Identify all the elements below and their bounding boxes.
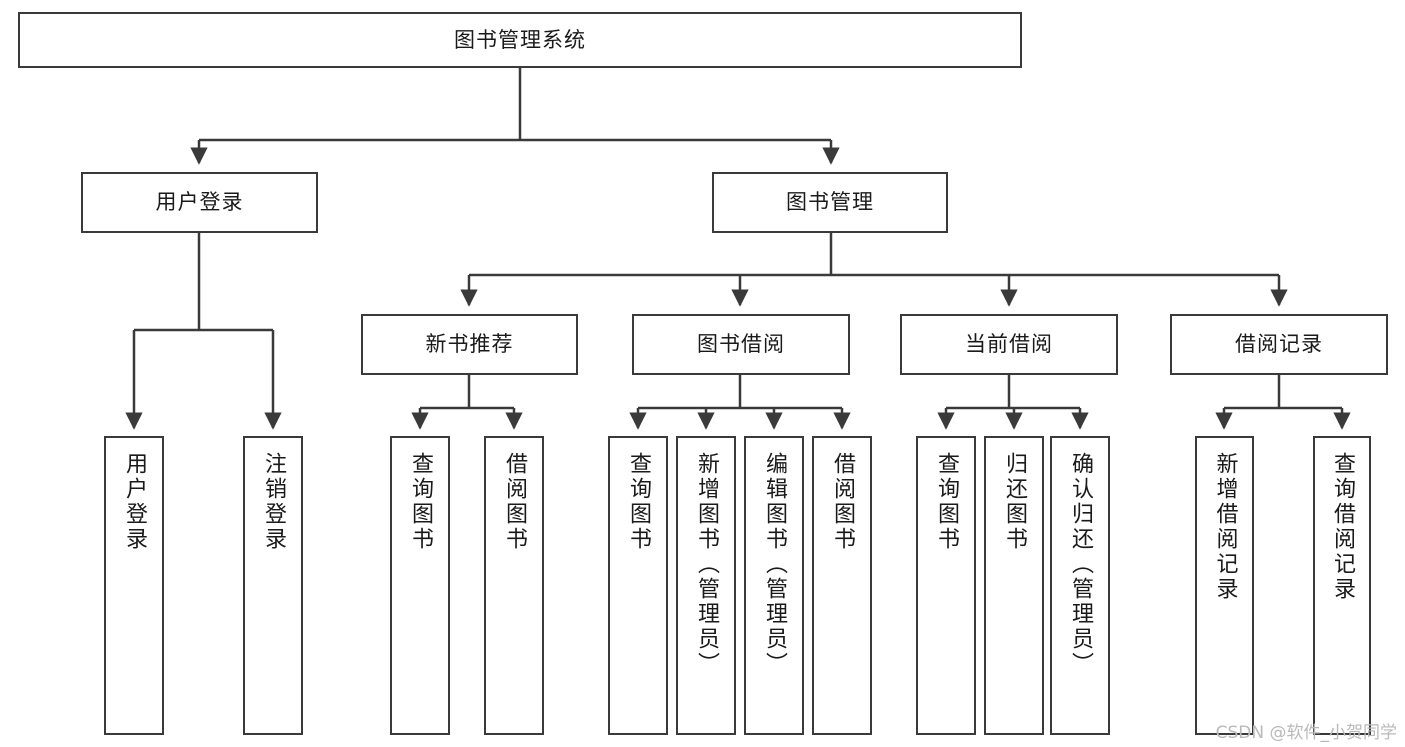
node-leaf-query-book-3[interactable]: 查询图书 [916,436,976,735]
node-borrow-record[interactable]: 借阅记录 [1170,314,1388,375]
node-leaf-confirm-return[interactable]: 确认归还（管理员） [1050,436,1110,735]
node-current-borrow-label: 当前借阅 [965,332,1053,357]
node-leaf-query-book-3-label: 查询图书 [933,452,959,552]
node-book-manage[interactable]: 图书管理 [712,172,948,233]
node-leaf-edit-book-label: 编辑图书（管理员） [761,452,787,677]
node-leaf-add-book-label: 新增图书（管理员） [693,452,719,677]
node-current-borrow[interactable]: 当前借阅 [900,314,1118,375]
node-leaf-confirm-return-label: 确认归还（管理员） [1067,452,1093,677]
node-leaf-query-book-2-label: 查询图书 [625,452,651,552]
node-borrow-record-label: 借阅记录 [1235,332,1323,357]
node-leaf-add-book[interactable]: 新增图书（管理员） [676,436,736,735]
node-new-book-rec-label: 新书推荐 [425,332,514,357]
node-leaf-borrow-book-1-label: 借阅图书 [501,452,527,552]
node-root-label: 图书管理系统 [454,27,586,52]
watermark: CSDN @软件_小贺同学 [1215,723,1397,743]
node-leaf-add-record-label: 新增借阅记录 [1212,452,1238,602]
node-leaf-query-record[interactable]: 查询借阅记录 [1313,436,1371,735]
node-leaf-query-book-1-label: 查询图书 [407,452,433,552]
node-leaf-query-record-label: 查询借阅记录 [1329,452,1355,602]
node-leaf-return-book[interactable]: 归还图书 [984,436,1044,735]
node-leaf-query-book-2[interactable]: 查询图书 [608,436,668,735]
node-book-borrow-label: 图书借阅 [697,332,785,357]
node-leaf-add-record[interactable]: 新增借阅记录 [1195,436,1254,735]
node-leaf-user-login-label: 用户登录 [121,452,147,552]
node-leaf-query-book-1[interactable]: 查询图书 [390,436,450,735]
node-leaf-edit-book[interactable]: 编辑图书（管理员） [744,436,804,735]
node-new-book-rec[interactable]: 新书推荐 [361,314,578,375]
node-leaf-user-login[interactable]: 用户登录 [104,436,164,735]
node-user-login[interactable]: 用户登录 [81,172,318,233]
node-leaf-borrow-book-2[interactable]: 借阅图书 [812,436,872,735]
node-book-manage-label: 图书管理 [786,190,874,215]
node-leaf-return-book-label: 归还图书 [1001,452,1027,552]
node-user-login-label: 用户登录 [155,190,244,215]
node-leaf-user-logout-label: 注销登录 [260,452,286,552]
node-leaf-user-logout[interactable]: 注销登录 [243,436,303,735]
node-leaf-borrow-book-1[interactable]: 借阅图书 [484,436,544,735]
node-book-borrow[interactable]: 图书借阅 [632,314,850,375]
node-leaf-borrow-book-2-label: 借阅图书 [829,452,855,552]
node-root[interactable]: 图书管理系统 [18,12,1022,68]
